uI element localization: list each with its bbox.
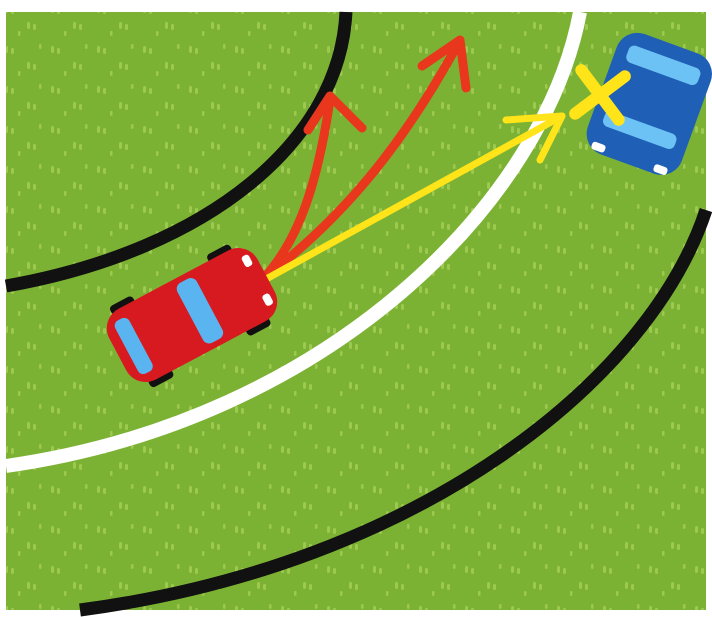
traffic-diagram — [0, 0, 712, 617]
